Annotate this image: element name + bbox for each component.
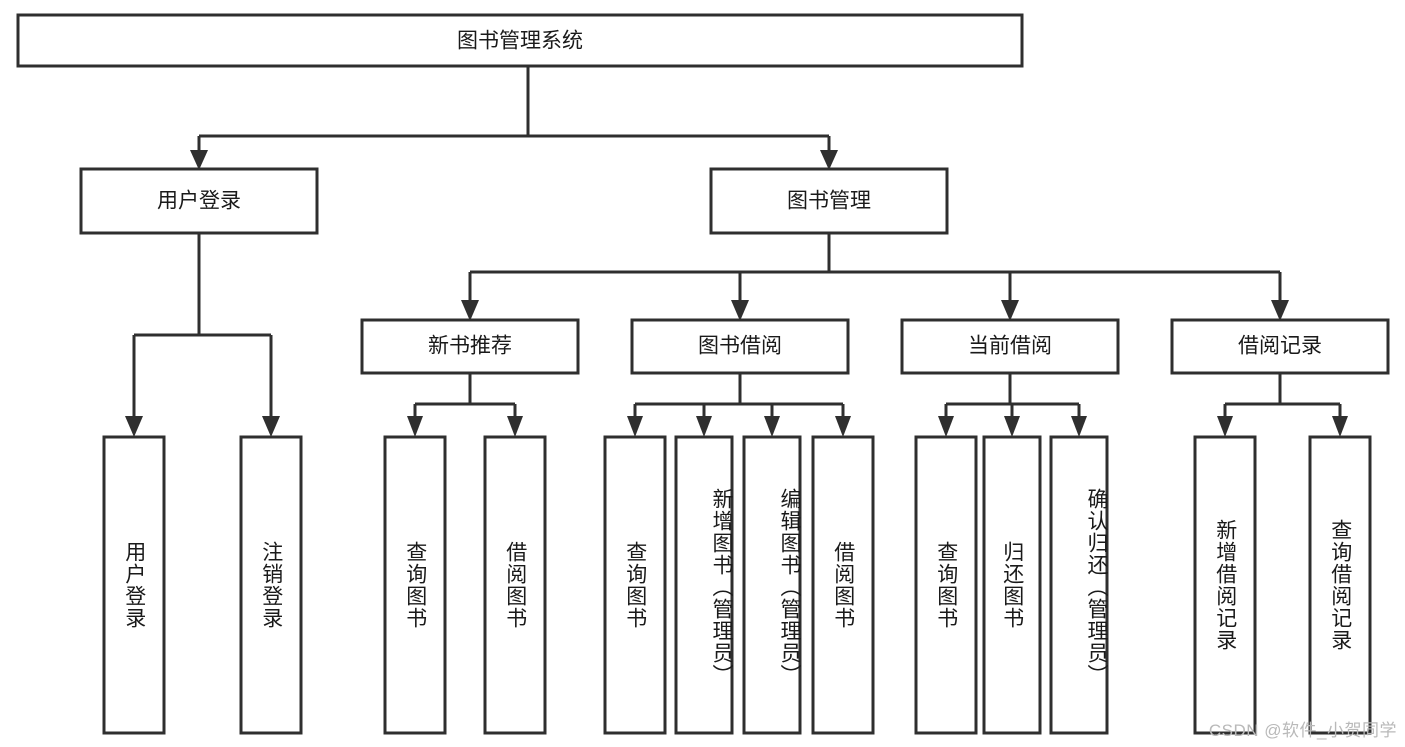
node-label-borrow-record: 借阅记录 (1238, 335, 1322, 358)
arrow-head-cb-leaf-3 (1071, 416, 1087, 437)
arrow-head-user-login (190, 150, 208, 170)
node-box-new-book-recommend[interactable] (360, 318, 580, 375)
node-box-leaf-br-query-record[interactable] (1308, 435, 1372, 735)
arrow-head-cb-leaf-2 (1004, 416, 1020, 437)
node-box-leaf-br-add-record[interactable] (1193, 435, 1257, 735)
connector-group-book-borrow (627, 373, 851, 437)
arrow-head-bb-leaf-3 (764, 416, 780, 437)
node-label-new-book-recommend: 新书推荐 (428, 335, 512, 358)
node-label-user-login: 用户登录 (157, 190, 241, 213)
arrow-head-nbr-leaf-1 (407, 416, 423, 437)
arrow-head-new-book-recommend (461, 300, 479, 321)
connector-group-borrow-record (1217, 373, 1348, 437)
arrow-head-br-leaf-1 (1217, 416, 1233, 437)
node-box-book-borrow[interactable] (630, 318, 850, 375)
node-box-user-login[interactable] (79, 167, 319, 235)
node-label-current-borrow: 当前借阅 (968, 335, 1052, 358)
node-label-book-borrow: 图书借阅 (698, 335, 782, 358)
node-box-leaf-cb-confirm-return[interactable] (1049, 435, 1109, 735)
node-box-borrow-record[interactable] (1170, 318, 1390, 375)
arrow-head-book-borrow (731, 300, 749, 321)
node-box-leaf-cb-return-book[interactable] (982, 435, 1042, 735)
connector-group-root (190, 66, 838, 170)
connector-group-user-login (125, 233, 280, 437)
arrow-head-current-borrow (1001, 300, 1019, 321)
arrow-head-cb-leaf-1 (938, 416, 954, 437)
node-box-leaf-bb-query-book[interactable] (603, 435, 667, 735)
connector-group-current-borrow (938, 373, 1087, 437)
node-box-current-borrow[interactable] (900, 318, 1120, 375)
node-box-leaf-user-login[interactable] (102, 435, 166, 735)
node-label-book-management: 图书管理 (787, 190, 871, 213)
arrow-head-book-mgmt (820, 150, 838, 170)
arrow-head-nbr-leaf-2 (507, 416, 523, 437)
node-box-leaf-cb-query-book[interactable] (914, 435, 978, 735)
connector-group-new-book-recommend (407, 373, 523, 437)
node-label-root: 图书管理系统 (457, 30, 583, 53)
arrow-head-br-leaf-2 (1332, 416, 1348, 437)
arrow-head-borrow-record (1271, 300, 1289, 321)
node-box-book-management[interactable] (709, 167, 949, 235)
arrow-head-leaf-logout (262, 416, 280, 437)
node-box-leaf-bb-edit-book[interactable] (742, 435, 802, 735)
arrow-head-bb-leaf-2 (696, 416, 712, 437)
node-box-leaf-nbr-borrow-book[interactable] (483, 435, 547, 735)
node-box-leaf-nbr-query-book[interactable] (383, 435, 447, 735)
node-box-root[interactable] (16, 13, 1024, 68)
arrow-head-leaf-user-login (125, 416, 143, 437)
arrow-head-bb-leaf-1 (627, 416, 643, 437)
arrow-head-bb-leaf-4 (835, 416, 851, 437)
connector-group-book-mgmt (461, 233, 1289, 321)
node-box-leaf-logout[interactable] (239, 435, 303, 735)
node-box-leaf-bb-add-book[interactable] (674, 435, 734, 735)
node-box-leaf-bb-borrow-book[interactable] (811, 435, 875, 735)
